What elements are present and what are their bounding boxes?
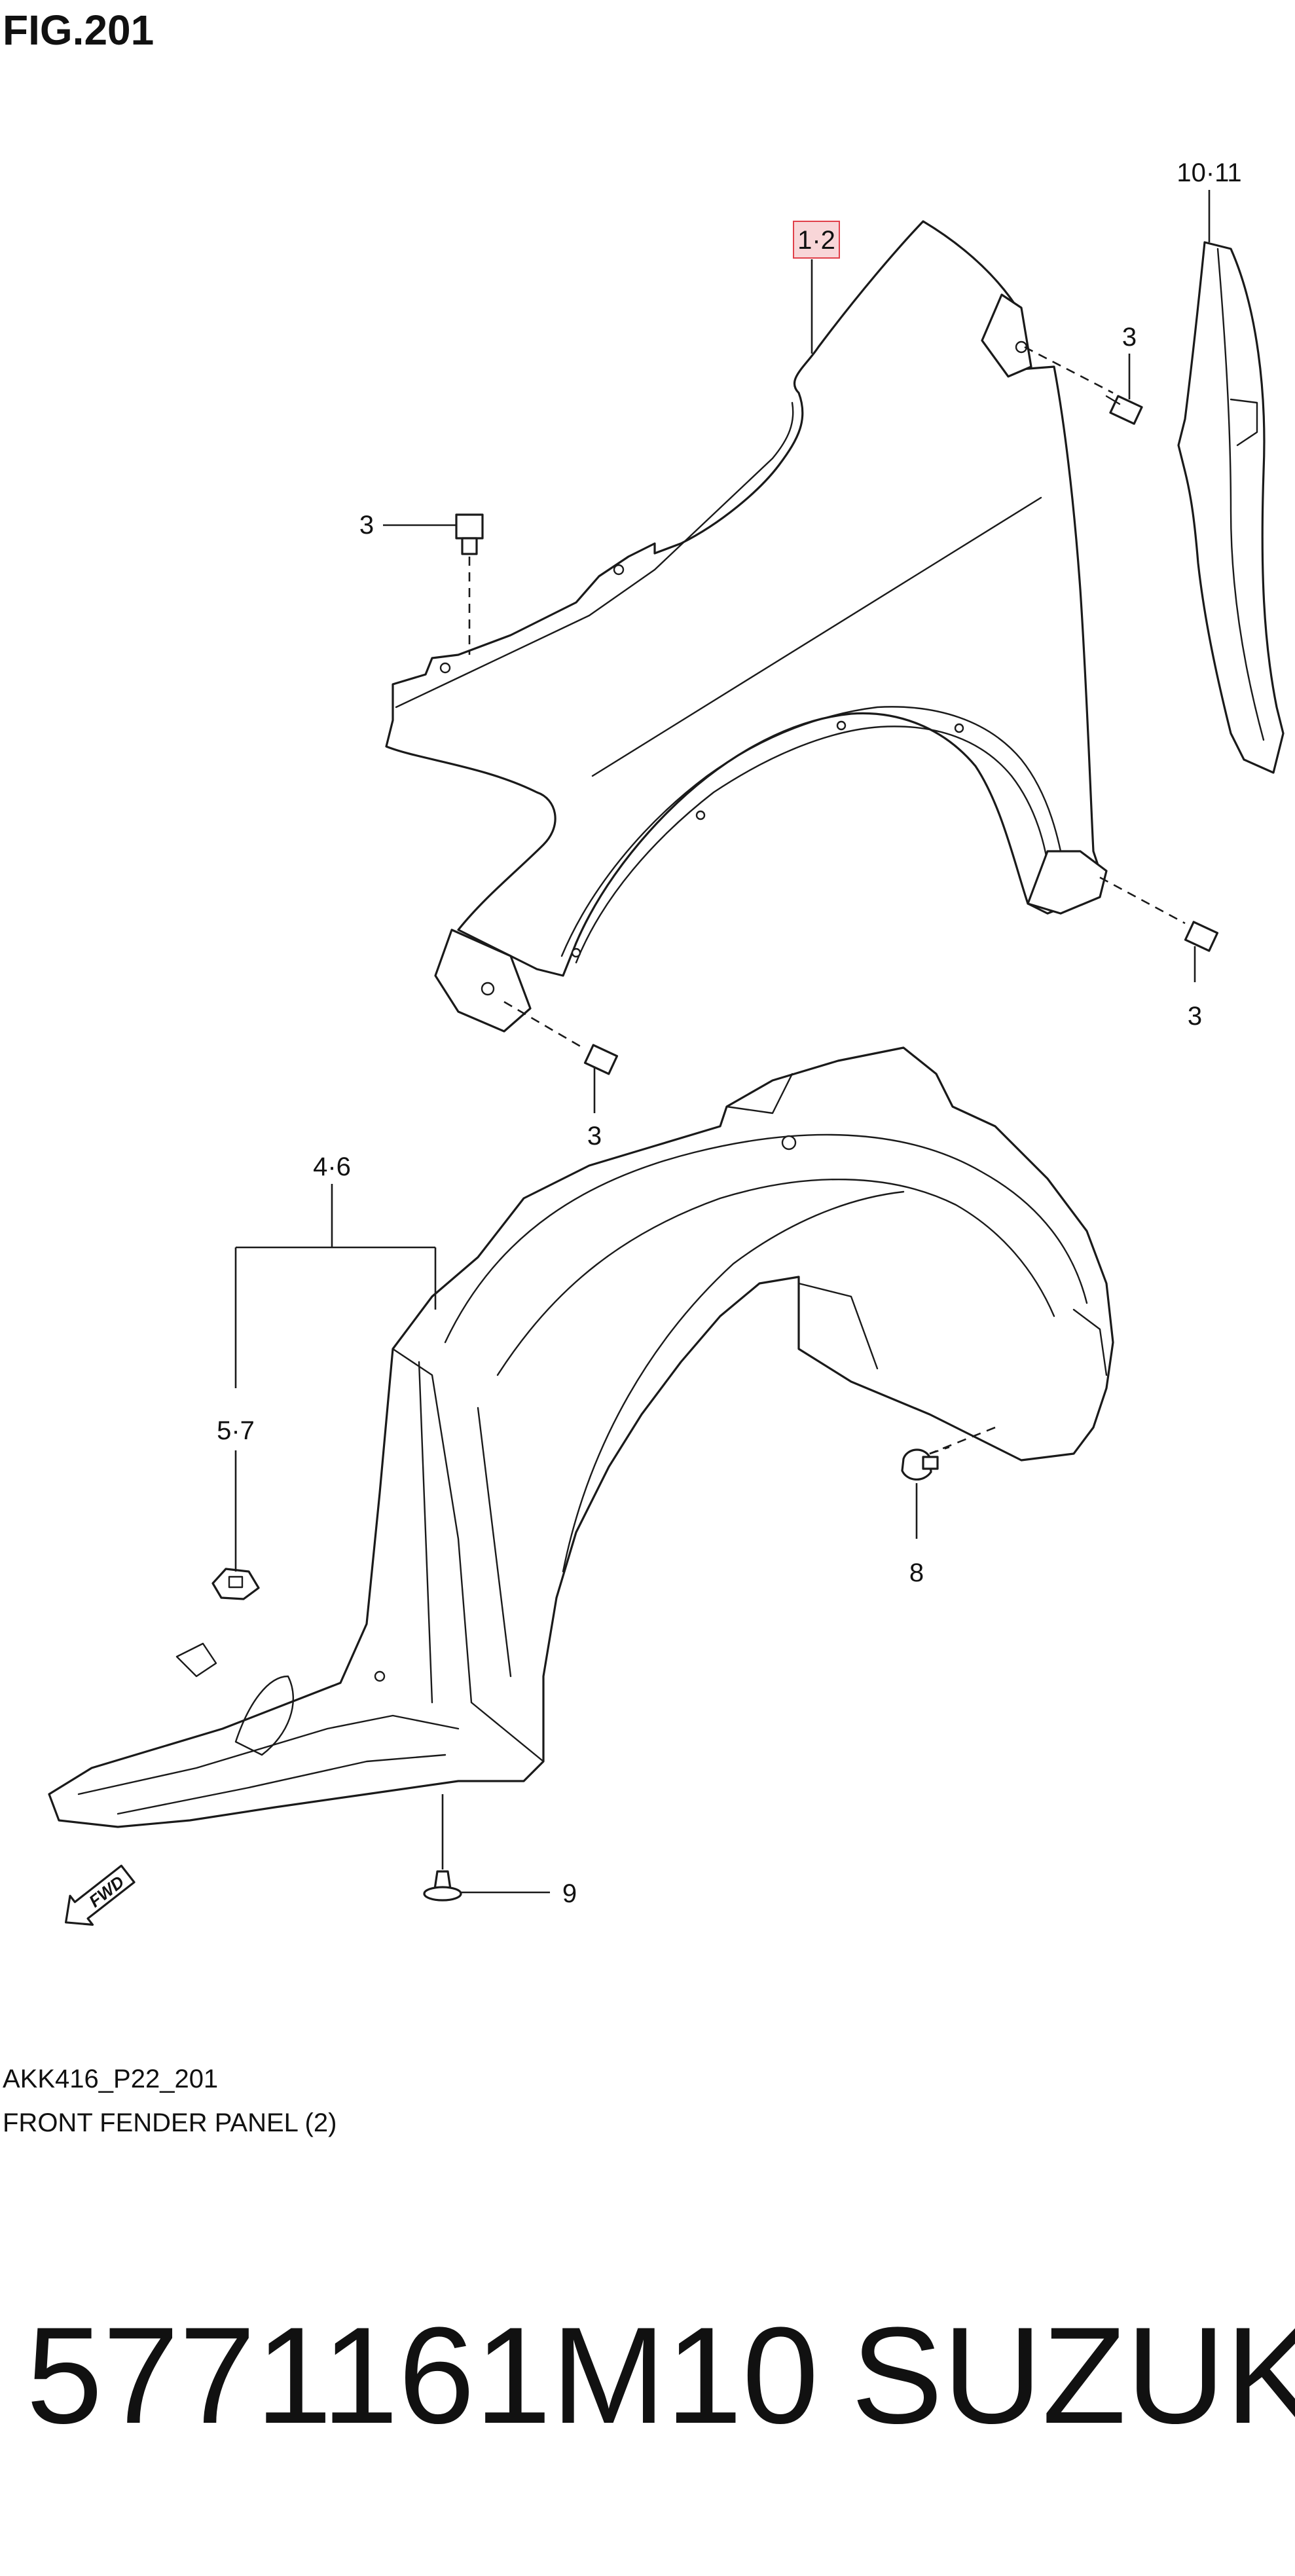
callout-label: 8 bbox=[909, 1558, 924, 1587]
arch-hole bbox=[695, 810, 706, 820]
callout-label: 3 bbox=[587, 1122, 602, 1150]
bolt-upper-rear bbox=[1024, 346, 1143, 425]
highlight-box bbox=[793, 221, 840, 259]
liner-tab bbox=[1230, 398, 1258, 447]
bolt-head bbox=[583, 1044, 619, 1075]
callout-clip-nut[interactable]: 5·7 bbox=[217, 1416, 255, 1572]
bracket-hole bbox=[1015, 340, 1028, 354]
liner-outline bbox=[48, 1046, 1114, 1828]
callout-inner-liner[interactable]: 4·6 bbox=[234, 1152, 437, 1388]
fwd-arrow-icon: FWD bbox=[64, 1864, 136, 1926]
liner-rear-edge bbox=[1072, 1308, 1108, 1376]
bolt-shank bbox=[1105, 395, 1121, 405]
liner-inner-line bbox=[1216, 248, 1265, 741]
liner-rib bbox=[418, 1361, 433, 1704]
arch-hole bbox=[954, 723, 964, 733]
bracket-hole bbox=[481, 982, 495, 996]
liner-arch-mid bbox=[496, 1179, 1055, 1376]
bolt-head bbox=[1109, 395, 1143, 425]
inner-fender-liner bbox=[48, 1046, 1114, 1828]
character-line bbox=[591, 496, 1042, 777]
callout-bolt-upper-front[interactable]: 3 bbox=[359, 511, 456, 540]
arch-hole bbox=[571, 948, 581, 958]
wheel-arch-lip bbox=[560, 706, 1068, 957]
figure-caption: FRONT FENDER PANEL (2) bbox=[3, 2108, 337, 2137]
clip-nut-body bbox=[211, 1568, 260, 1600]
callout-push-clip[interactable]: 9 bbox=[462, 1879, 577, 1908]
callout-label: 3 bbox=[1122, 323, 1137, 352]
callout-rear-liner[interactable]: 10·11 bbox=[1176, 158, 1242, 242]
rear-upper-bracket bbox=[981, 293, 1032, 378]
liner-hole bbox=[781, 1135, 797, 1150]
callout-bolt-rear-lower[interactable]: 3 bbox=[1188, 946, 1202, 1031]
brand-name: SUZUKI bbox=[851, 2298, 1295, 2452]
bolt-head bbox=[455, 513, 484, 540]
screw-shank bbox=[922, 1456, 939, 1470]
callout-label: 5·7 bbox=[217, 1416, 255, 1445]
liner-lower-edge bbox=[77, 1714, 460, 1795]
callout-label: 1·2 bbox=[797, 226, 835, 255]
liner-arch-inner bbox=[562, 1190, 905, 1573]
liner-rear-flap bbox=[797, 1282, 879, 1370]
liner-top-ridge bbox=[725, 1073, 793, 1114]
liner-lower-ridge bbox=[117, 1754, 447, 1815]
assembly-line bbox=[1024, 346, 1114, 394]
callout-label: 3 bbox=[359, 511, 374, 540]
bolt-head bbox=[1184, 921, 1219, 952]
front-lower-bracket bbox=[434, 929, 532, 1033]
fender-panel bbox=[385, 220, 1108, 1033]
callout-fender-panel[interactable]: 1·2 bbox=[793, 221, 840, 354]
liner-arch-outer bbox=[444, 1133, 1088, 1344]
arch-hole bbox=[836, 720, 847, 731]
fender-outline bbox=[385, 220, 1101, 977]
top-flange bbox=[395, 401, 794, 708]
clip-nut-slot bbox=[228, 1575, 244, 1589]
assembly-line bbox=[1099, 876, 1186, 925]
flange-hole bbox=[439, 662, 451, 674]
push-clip-head bbox=[423, 1886, 462, 1902]
bolt-rear-lower bbox=[1099, 876, 1219, 952]
screw bbox=[901, 1446, 950, 1481]
callout-bolt-upper-rear[interactable]: 3 bbox=[1122, 323, 1137, 399]
bolt-upper-front bbox=[455, 513, 484, 655]
callout-label: 9 bbox=[562, 1879, 577, 1908]
liner-rib bbox=[477, 1407, 512, 1678]
bolt-shank bbox=[461, 537, 478, 555]
assembly-line bbox=[929, 1426, 996, 1455]
figure-title: FIG.201 bbox=[3, 7, 154, 54]
bolt-front-lower bbox=[503, 1001, 619, 1075]
callout-bolt-front-lower[interactable]: 3 bbox=[587, 1067, 602, 1150]
liner-boss bbox=[234, 1675, 294, 1756]
assembly-line bbox=[929, 1446, 950, 1455]
clip-nut bbox=[211, 1568, 260, 1600]
flange-hole bbox=[613, 564, 625, 576]
callout-label: 4·6 bbox=[313, 1152, 351, 1181]
callout-screw[interactable]: 8 bbox=[909, 1483, 924, 1587]
rear-lower-bracket bbox=[1027, 850, 1108, 915]
liner-tab bbox=[175, 1642, 217, 1678]
fender-rear-liner bbox=[1177, 241, 1285, 774]
wheel-arch-inner-lip bbox=[575, 726, 1052, 964]
liner-hole bbox=[374, 1670, 386, 1682]
figure-code: AKK416_P22_201 bbox=[3, 2065, 218, 2093]
callout-label: 10·11 bbox=[1176, 158, 1241, 187]
part-number: 5771161M10 bbox=[26, 2298, 818, 2452]
fwd-arrow-shape bbox=[64, 1864, 136, 1926]
callout-label: 3 bbox=[1188, 1002, 1202, 1031]
push-clip bbox=[423, 1794, 462, 1902]
